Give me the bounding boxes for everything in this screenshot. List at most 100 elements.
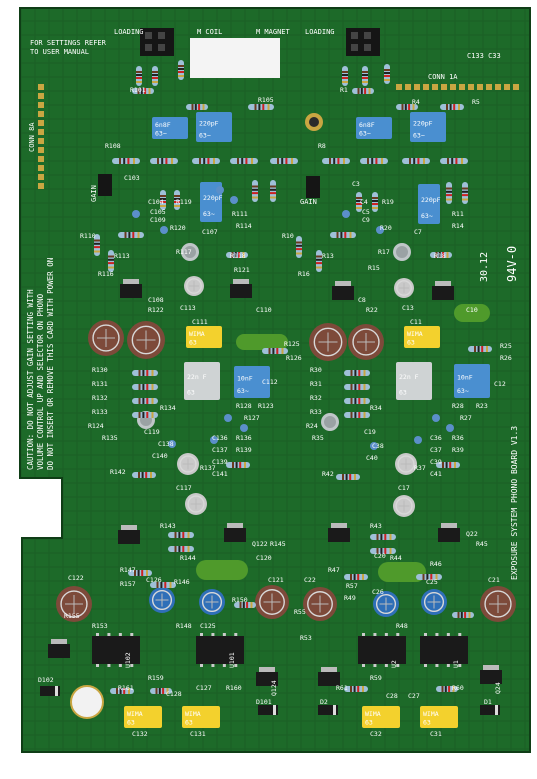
- ref-c132: C132: [132, 730, 148, 738]
- ref-r35: R35: [312, 434, 324, 442]
- resistor: [362, 66, 368, 86]
- ref-c107: C107: [202, 228, 218, 236]
- conn-pin: [459, 84, 465, 90]
- conn-pin: [38, 156, 44, 162]
- ref-r22: R22: [366, 306, 378, 314]
- resistor: [372, 192, 378, 212]
- cap-value-label: 22n F: [399, 373, 419, 381]
- film-cap-c20: [378, 562, 426, 582]
- ref-r49: R49: [344, 594, 356, 602]
- regulator-5: [224, 523, 246, 542]
- ref-r126: R126: [286, 354, 302, 362]
- resistor: [132, 88, 154, 94]
- date-code: 30.12: [479, 252, 490, 282]
- electrolytic-c126: [149, 587, 175, 613]
- jumper-header-right: [346, 28, 380, 56]
- resistor: [296, 236, 302, 258]
- resistor: [128, 570, 152, 576]
- resistor: [252, 180, 258, 202]
- ref-r135: R135: [102, 434, 118, 442]
- regulator-10: [318, 667, 340, 686]
- conn-pin: [441, 84, 447, 90]
- ref-c127: C127: [196, 684, 212, 692]
- cap-voltage-label: 63~: [203, 210, 215, 218]
- ref-r33: R33: [310, 408, 322, 416]
- ref-c4: C4: [360, 198, 368, 206]
- cap-value-label: 220pF: [199, 120, 219, 128]
- diode-2: [480, 705, 500, 715]
- resistor: [416, 574, 442, 580]
- ref-c20: C20: [374, 552, 386, 560]
- resistor: [360, 158, 388, 164]
- c133-c33-label: C133 C33: [467, 52, 501, 60]
- ref-r30: R30: [310, 366, 322, 374]
- conn-pin: [504, 84, 510, 90]
- ref-r11: R11: [452, 210, 464, 218]
- ceramic-cap: [224, 414, 232, 422]
- resistor: [344, 686, 368, 692]
- ref-r110: R110: [80, 232, 96, 240]
- ref-c108: C108: [148, 296, 164, 304]
- ref-r111: R111: [232, 210, 248, 218]
- ref-r10: R10: [282, 232, 294, 240]
- gain-label-right: GAIN: [300, 198, 317, 206]
- conn-pin: [38, 111, 44, 117]
- electrolytic-c121: [255, 585, 289, 619]
- resistor: [462, 182, 468, 204]
- ceramic-cap: [216, 186, 224, 194]
- ref-r53: R53: [300, 634, 312, 642]
- ref-r31: R31: [310, 380, 322, 388]
- ref-q22: Q22: [466, 530, 478, 538]
- jumper-header-left: [140, 28, 174, 56]
- ref-c126: C126: [146, 576, 162, 584]
- cap-value-label: 220pF: [413, 120, 433, 128]
- caution-line3: DO NOT INSERT OR REMOVE THIS CARD WITH P…: [46, 258, 55, 470]
- gain-jumper-left: [98, 174, 112, 196]
- ceramic-cap: [376, 226, 384, 234]
- ref-r34: R34: [370, 404, 382, 412]
- ref-c40: C40: [366, 454, 378, 462]
- ref-c125: C125: [200, 622, 216, 630]
- resistor: [436, 686, 458, 692]
- regulator-4: [118, 525, 140, 544]
- conn-pin: [38, 183, 44, 189]
- cap-voltage-label: 63~: [199, 132, 211, 140]
- ref-r24: R24: [306, 422, 318, 430]
- resistor: [384, 64, 390, 84]
- resistor: [108, 250, 114, 272]
- ref-r139: R139: [236, 446, 252, 454]
- ref-r144: R144: [180, 554, 196, 562]
- cap-value-label: 220pF: [203, 194, 223, 202]
- resistor: [118, 232, 144, 238]
- ref-r142: R142: [110, 468, 126, 476]
- ref-c109: C109: [150, 216, 166, 224]
- resistor: [436, 462, 460, 468]
- resistor: [452, 612, 474, 618]
- resistor: [352, 88, 374, 94]
- resistor: [110, 688, 134, 694]
- ic-u2: [358, 633, 406, 667]
- conn-pin: [513, 84, 519, 90]
- resistor: [230, 158, 258, 164]
- conn-pin: [414, 84, 420, 90]
- conn-pin: [477, 84, 483, 90]
- regulator-6: [328, 523, 350, 542]
- ref-c111: C111: [192, 318, 208, 326]
- ref-r60: R60: [452, 684, 464, 692]
- ref-r1: R1: [340, 86, 348, 94]
- ref-u2: U2: [390, 660, 398, 668]
- rating-label: 94V-0: [505, 246, 519, 282]
- conn-pin: [38, 102, 44, 108]
- caution-line2: VOLUME CONTROL UP AND SELECTOR ON PHONO: [36, 293, 45, 470]
- conn-pin: [486, 84, 492, 90]
- conn-pin: [38, 165, 44, 171]
- electrolytic-c-small-3: [177, 453, 199, 475]
- ref-c19: C19: [364, 428, 376, 436]
- resistor: [402, 158, 430, 164]
- ref-c12: C12: [494, 380, 506, 388]
